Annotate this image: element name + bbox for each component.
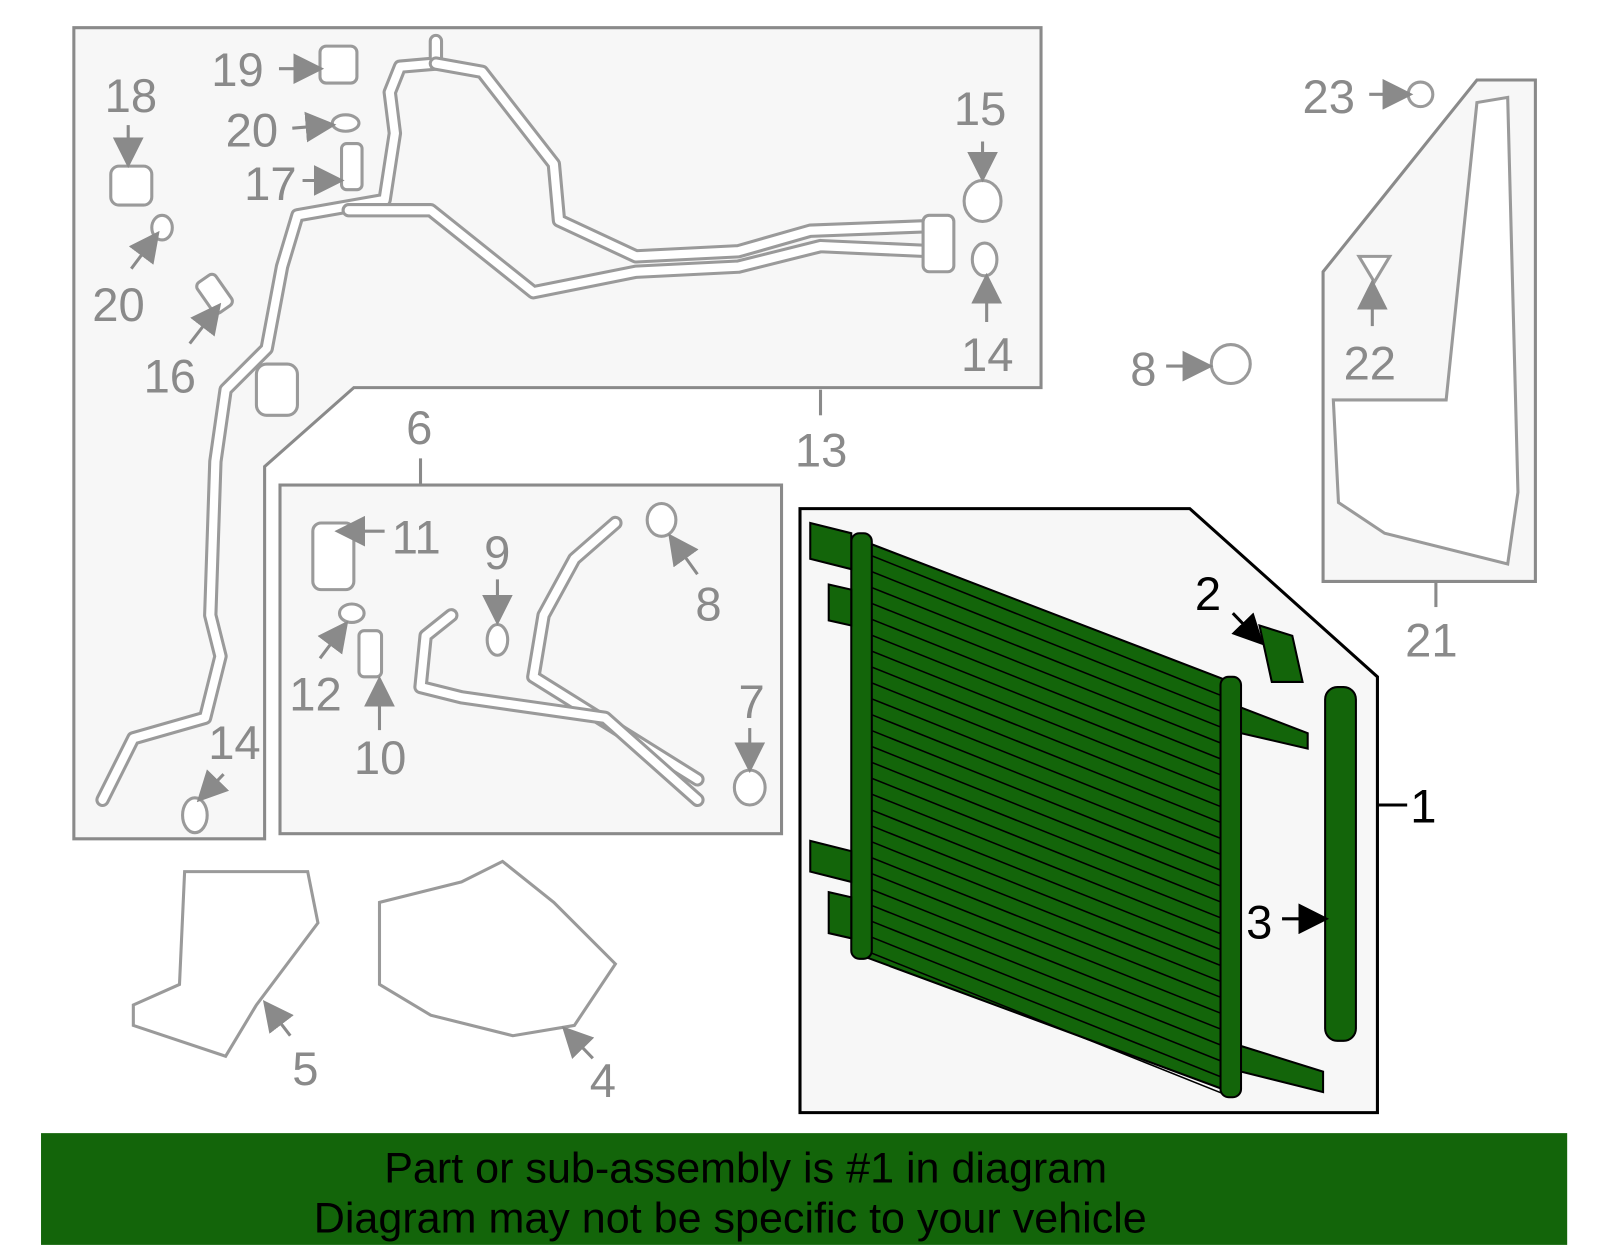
condenser-fin [866,568,1226,714]
seal-20-part [330,113,361,133]
condenser-fin [866,759,1226,905]
condenser-fin [866,791,1226,937]
banner-line-1: Part or sub-assembly is #1 in diagram [384,1144,1107,1192]
callout-12: 12 [289,668,341,721]
callout-21: 21 [1405,613,1457,666]
condenser-fin [866,902,1226,1048]
oring-8-part [1209,343,1252,386]
callout-6: 6 [406,401,432,454]
bracket-5-part [131,870,320,1059]
condenser-fin [866,648,1226,794]
condenser-fin [866,855,1226,1001]
callout-2: 2 [1195,567,1221,620]
callout-15: 15 [954,82,1006,135]
drier-3-part [1324,686,1357,1042]
condenser-fin [866,934,1226,1080]
condenser-fin [866,616,1226,762]
cap-19-part [318,44,359,85]
callout-17: 17 [244,157,296,210]
oring-9-part [485,622,510,657]
condenser-fin [866,807,1226,953]
clip-23-part [1406,80,1435,109]
seal-12-part [337,602,366,624]
condenser-fin [866,823,1226,969]
condenser-fin [866,711,1226,857]
banner-line-2: Diagram may not be specific to your vehi… [314,1195,1147,1243]
condenser-fin [866,743,1226,889]
bracket-2-part [1258,624,1304,683]
condenser-fin [866,950,1226,1096]
callout-9: 9 [484,526,510,579]
condenser-assembly-1 [809,521,1357,1099]
callout-23: 23 [1303,70,1355,123]
oring-14b-part [181,796,209,835]
condenser-fin [866,584,1226,730]
oring-14-part [970,241,999,278]
clip-22-part [1356,254,1393,285]
condenser-fin [866,696,1226,842]
condenser-fin [866,918,1226,1064]
compressor-4-part [377,859,618,1038]
condenser-fin [866,870,1226,1016]
ac-line-assembly [95,33,956,808]
condenser-fin [866,664,1226,810]
callout-3: 3 [1246,895,1272,948]
oring-8b-part [645,501,678,538]
callout-20b: 20 [92,278,144,331]
cap-18-part [109,164,154,207]
condenser-fin [866,553,1226,699]
callout-18: 18 [105,69,157,122]
callout-19: 19 [211,43,263,96]
callout-14: 14 [961,328,1013,381]
condenser-fin [866,680,1226,826]
valve-16-part [195,272,234,315]
callout-16: 16 [144,350,196,403]
condenser-fin [866,727,1226,873]
callout-22: 22 [1344,336,1396,389]
callout-1: 1 [1410,779,1436,832]
notice-banner: Part or sub-assembly is #1 in diagram Di… [41,1133,1568,1245]
shroud-21-part [1331,95,1520,566]
condenser-fin [866,775,1226,921]
valve-10-part [357,629,384,679]
condenser-fin [866,600,1226,746]
callout-8: 8 [1130,343,1156,396]
condenser-fin [866,839,1226,985]
oring-15-part [962,178,1003,224]
callout-11: 11 [392,511,441,564]
condenser-fin [866,632,1226,778]
callout-13: 13 [795,424,847,477]
compressor-hose-assembly [413,515,705,808]
valve-17-part [340,142,364,192]
condenser-fin [866,886,1226,1032]
callout-4: 4 [590,1054,616,1107]
callout-7: 7 [738,675,764,728]
callout-8b: 8 [695,577,721,630]
callout-14b: 14 [208,716,260,769]
callout-10: 10 [354,731,406,784]
callout-5: 5 [292,1042,318,1095]
callout-20: 20 [226,104,278,157]
oring-7-part [732,768,767,807]
switch-11-part [311,521,356,592]
